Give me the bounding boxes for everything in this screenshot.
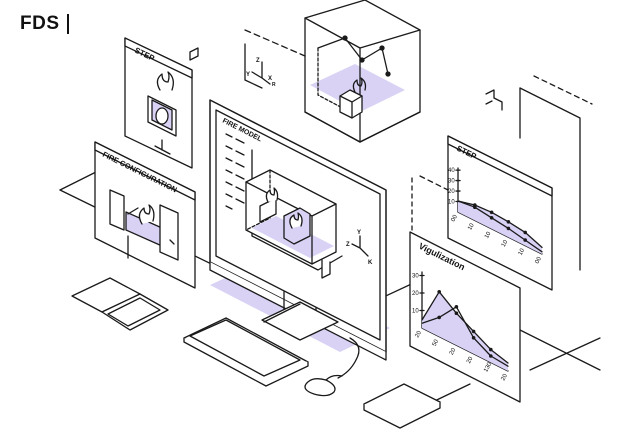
step-chart-series-0-point-4	[523, 230, 527, 235]
brand-divider	[67, 14, 69, 34]
step-chart-xtick: 00	[534, 256, 543, 265]
visualization-chart-xtick: 50	[432, 338, 441, 347]
step-chart-ytick: 30	[448, 179, 455, 185]
step-chart-series-0-point-2	[489, 210, 494, 215]
visualization-chart-ytick: 30	[412, 274, 419, 280]
axes-top: Z Y X R	[246, 58, 276, 88]
book	[363, 383, 441, 429]
step-chart: 40 30 20 10 00 10 10 10 10 00	[448, 167, 543, 265]
axis-z-label: Z	[256, 58, 260, 64]
step-chart-xtick: 10	[467, 222, 476, 231]
fire-configuration-panel: FIRE CONFIGURATION	[94, 141, 196, 289]
step-chart-ytick: 20	[448, 189, 455, 195]
axis-x-label: X	[268, 76, 272, 82]
model-axis-z: Z	[346, 242, 350, 248]
step-chart-series-1-point-3	[506, 226, 511, 231]
model-axis-y: Y	[357, 230, 361, 236]
step-chart-series-1-point-2	[489, 216, 494, 220]
visualization-chart-xtick: 20	[466, 355, 475, 364]
step-chart-xtick: 10	[484, 230, 493, 239]
visualization-chart-series-1-point-4	[489, 354, 493, 358]
step-chart-series-0-point-3	[506, 220, 511, 224]
visualization-chart: 30 20 10 20 50 20 20 130 20	[412, 271, 509, 382]
visualization-chart-series-1-point-1	[437, 315, 442, 320]
fire-model-menu[interactable]	[225, 133, 245, 210]
visualization-chart-xtick: 20	[500, 373, 509, 382]
visualization-chart-series-0-point-3	[471, 329, 476, 334]
visualization-chart-ytick: 10	[412, 309, 419, 315]
step-chart-series-0-line	[457, 200, 543, 249]
right-decorations	[485, 75, 593, 271]
step-chart-area	[458, 201, 542, 254]
step-chart-xtick: 10	[501, 239, 510, 248]
step-chart-xtick: 10	[518, 247, 527, 256]
visualization-chart-series-0-point-1	[437, 290, 442, 294]
visualization-chart-series-1-point-3	[471, 336, 476, 340]
keyboard[interactable]	[183, 317, 309, 387]
step-chart-series-1-line	[457, 200, 543, 253]
visualization-chart-xtick: 130	[483, 361, 493, 373]
step-chart-ytick: 40	[448, 168, 455, 174]
step-chart-series-1-point-4	[523, 238, 527, 242]
visualization-chart-xtick: 20	[449, 347, 458, 356]
visualization-chart-xtick: 20	[414, 330, 423, 339]
visualization-chart-series-1-line	[421, 306, 509, 367]
step-panel: STEP	[124, 37, 193, 169]
visualization-chart-ytick: 20	[412, 291, 419, 297]
model-axis-k: K	[368, 260, 373, 266]
step-chart-xtick: 00	[450, 214, 459, 223]
axis-r-label: R	[272, 82, 276, 88]
brand-logo: FDS	[20, 13, 60, 34]
visualization-chart-series-0-point-2	[454, 311, 459, 316]
visualization-chart-series-1-point-2	[454, 305, 459, 309]
axis-y-label: Y	[246, 72, 250, 78]
room-box-top	[244, 0, 421, 143]
mouse[interactable]	[304, 337, 360, 397]
small-square-icon	[189, 47, 199, 61]
visualization-chart-series-0-point-4	[489, 347, 493, 352]
step-chart-series-1-point-1	[473, 205, 477, 209]
papers	[71, 277, 169, 331]
step-chart-ytick: 10	[448, 200, 455, 206]
